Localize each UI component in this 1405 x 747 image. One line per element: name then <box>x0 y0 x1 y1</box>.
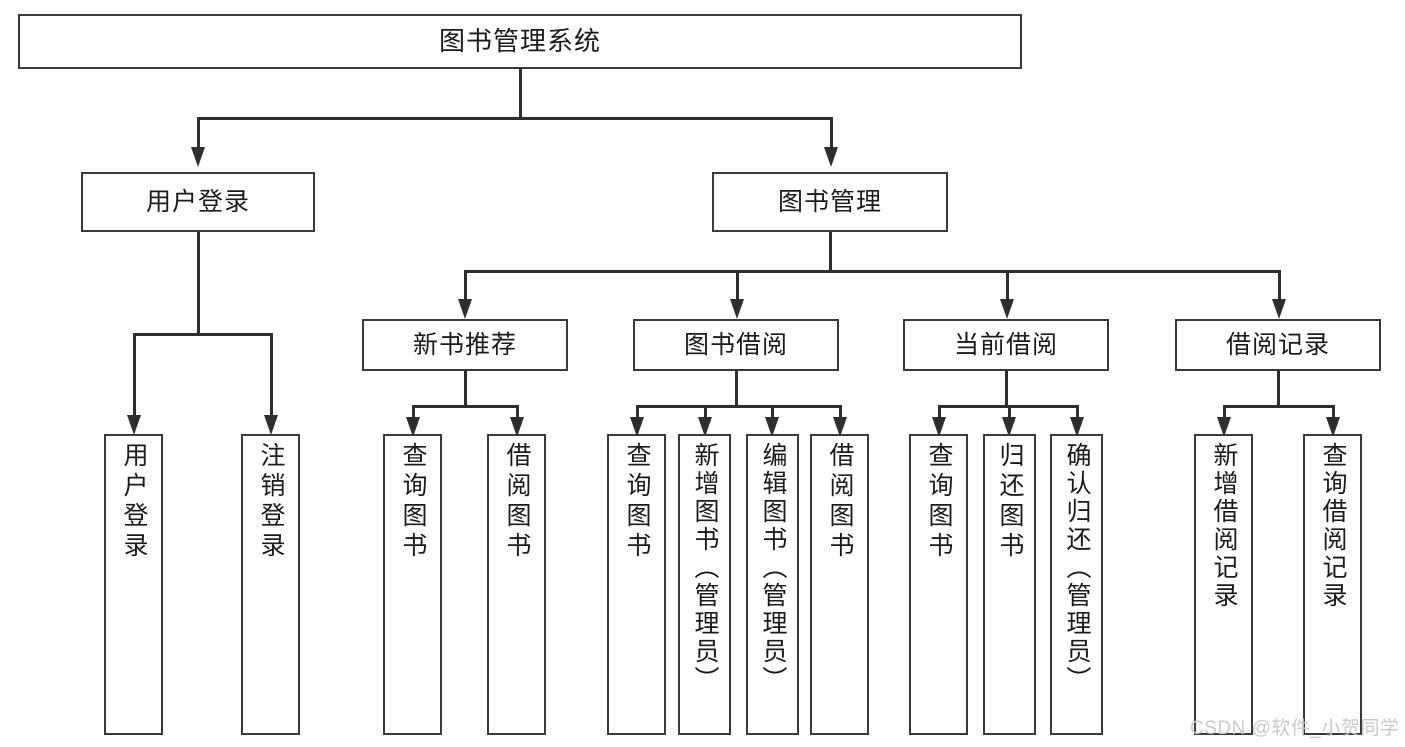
arrow-user-login-to-logout <box>264 415 278 435</box>
node-label: 查询图书 <box>925 442 953 562</box>
connector-book-manage-bus <box>464 270 1280 273</box>
node-current-borrow[interactable]: 当前借阅 <box>903 319 1109 371</box>
node-label: 归还图书 <box>996 442 1024 562</box>
node-user-login[interactable]: 用户登录 <box>81 172 315 232</box>
watermark-text: CSDN @软件_小贺同学 <box>1190 718 1400 739</box>
connector-root-bus <box>197 117 832 120</box>
node-book-borrow[interactable]: 图书借阅 <box>633 319 839 371</box>
connector-root-to-user-login <box>197 117 200 149</box>
node-borrow-record[interactable]: 借阅记录 <box>1175 319 1381 371</box>
arrow-book-borrow-to-add <box>698 417 712 437</box>
arrow-book-borrow-to-lend <box>833 417 847 437</box>
connector-book-manage-stem <box>829 232 832 272</box>
node-label: 新增借阅记录 <box>1210 442 1238 610</box>
node-label: 图书管理 <box>777 187 882 216</box>
leaf-return-book[interactable]: 归还图书 <box>983 434 1036 735</box>
connector-current-borrow-to-query <box>938 405 941 421</box>
leaf-lend-book[interactable]: 借阅图书 <box>810 434 869 735</box>
connector-user-login-to-login <box>133 333 136 418</box>
connector-book-manage-to-new-book <box>464 270 467 302</box>
leaf-borrow-book-recommend[interactable]: 借阅图书 <box>487 434 546 735</box>
connector-user-login-to-logout <box>270 333 273 418</box>
arrow-root-to-user-login <box>191 147 205 167</box>
node-label: 用户登录 <box>145 187 250 216</box>
arrow-borrow-record-to-query <box>1326 417 1340 437</box>
connector-borrow-record-to-query <box>1332 405 1335 421</box>
connector-book-borrow-to-edit <box>771 405 774 421</box>
connector-root-to-book-manage <box>830 117 833 149</box>
node-label: 当前借阅 <box>953 330 1058 359</box>
arrow-book-manage-to-borrow <box>730 299 744 319</box>
connector-new-book-to-borrow <box>516 405 519 421</box>
leaf-add-book-admin[interactable]: 新增图书（管理员） <box>678 434 731 735</box>
connector-book-borrow-bus <box>636 405 841 408</box>
arrow-book-manage-to-new-book <box>458 299 472 319</box>
arrow-borrow-record-to-add <box>1217 417 1231 437</box>
arrow-new-book-to-borrow <box>510 417 524 437</box>
leaf-edit-book-admin[interactable]: 编辑图书（管理员） <box>746 434 799 735</box>
arrow-new-book-to-query <box>406 417 420 437</box>
node-label: 查询图书 <box>399 442 427 562</box>
connector-user-login-bus <box>133 333 272 336</box>
arrow-book-borrow-to-query <box>630 417 644 437</box>
connector-new-book-to-query <box>412 405 415 421</box>
node-label: 编辑图书（管理员） <box>759 442 787 694</box>
arrow-user-login-to-login <box>127 415 141 435</box>
node-label: 借阅图书 <box>503 442 531 562</box>
node-label: 查询图书 <box>623 442 651 562</box>
connector-borrow-record-to-add <box>1223 405 1226 421</box>
connector-borrow-record-stem <box>1277 371 1280 407</box>
leaf-user-logout[interactable]: 注销登录 <box>241 434 300 735</box>
node-label: 用户登录 <box>120 442 148 562</box>
leaf-confirm-return-admin[interactable]: 确认归还（管理员） <box>1050 434 1103 735</box>
arrow-current-borrow-to-confirm <box>1070 417 1084 437</box>
arrow-book-manage-to-current <box>1000 299 1014 319</box>
connector-book-manage-to-borrow <box>736 270 739 302</box>
connector-borrow-record-bus <box>1223 405 1335 408</box>
connector-book-manage-to-record <box>1278 270 1281 302</box>
node-book-manage[interactable]: 图书管理 <box>712 172 948 232</box>
arrow-book-borrow-to-edit <box>765 417 779 437</box>
node-label: 注销登录 <box>257 442 285 562</box>
arrow-root-to-book-manage <box>824 147 838 167</box>
connector-book-borrow-stem <box>735 371 738 407</box>
node-label: 图书借阅 <box>683 330 788 359</box>
connector-user-login-stem <box>197 232 200 335</box>
node-root-system[interactable]: 图书管理系统 <box>18 14 1022 69</box>
arrow-current-borrow-to-query <box>932 417 946 437</box>
node-label: 确认归还（管理员） <box>1063 442 1091 694</box>
connector-new-book-bus <box>412 405 518 408</box>
leaf-user-login[interactable]: 用户登录 <box>104 434 163 735</box>
leaf-query-book-borrow[interactable]: 查询图书 <box>607 434 666 735</box>
connector-new-book-stem <box>464 371 467 407</box>
connector-book-borrow-to-lend <box>839 405 842 421</box>
leaf-query-book-recommend[interactable]: 查询图书 <box>383 434 442 735</box>
leaf-query-borrow-record[interactable]: 查询借阅记录 <box>1303 434 1362 735</box>
node-label: 借阅记录 <box>1225 330 1330 359</box>
connector-current-borrow-to-return <box>1008 405 1011 421</box>
arrow-current-borrow-to-return <box>1002 417 1016 437</box>
node-label: 新增图书（管理员） <box>691 442 719 694</box>
connector-current-borrow-to-confirm <box>1076 405 1079 421</box>
connector-book-borrow-to-add <box>704 405 707 421</box>
leaf-add-borrow-record[interactable]: 新增借阅记录 <box>1194 434 1253 735</box>
node-label: 新书推荐 <box>412 330 517 359</box>
leaf-query-book-current[interactable]: 查询图书 <box>909 434 968 735</box>
node-label: 借阅图书 <box>826 442 854 562</box>
connector-book-manage-to-current <box>1006 270 1009 302</box>
node-new-book-recommend[interactable]: 新书推荐 <box>362 319 568 371</box>
arrow-book-manage-to-record <box>1272 299 1286 319</box>
connector-book-borrow-to-query <box>636 405 639 421</box>
node-label: 图书管理系统 <box>438 25 601 56</box>
connector-root-stem <box>519 69 522 119</box>
connector-current-borrow-stem <box>1005 371 1008 407</box>
node-label: 查询借阅记录 <box>1319 442 1347 610</box>
